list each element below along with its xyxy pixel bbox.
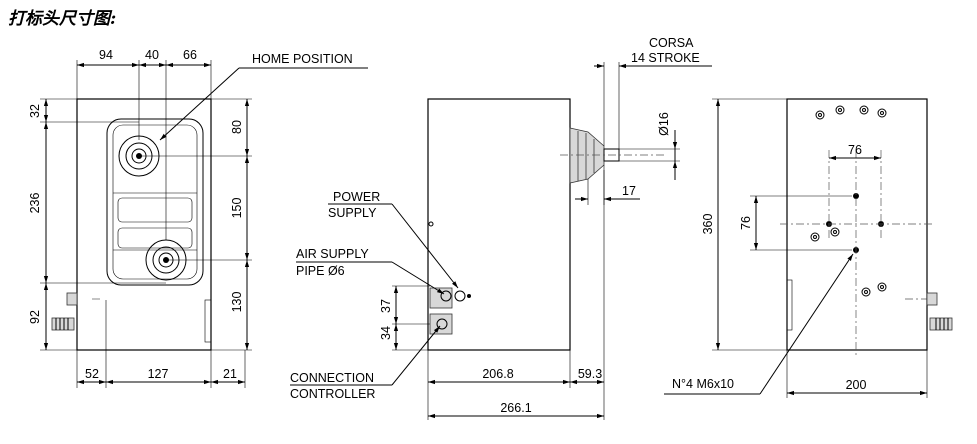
back-view: 360 76 76 N°4 M6x10 200 — [664, 98, 953, 398]
air-label-1: AIR SUPPLY — [296, 247, 369, 261]
mount-hole-top — [853, 193, 859, 199]
front-housing — [76, 98, 212, 351]
fixing-screws — [810, 105, 887, 297]
dim-40: 40 — [145, 48, 159, 62]
dim-17: 17 — [622, 184, 636, 198]
stroke-nozzle — [569, 127, 605, 184]
corsa-label: CORSA — [649, 36, 694, 50]
front-view: 94 40 66 HOME POSITION 32 236 92 80 150 … — [28, 48, 368, 388]
dim-200: 200 — [846, 378, 867, 392]
front-connector-bottom — [51, 317, 75, 331]
dim-80: 80 — [230, 120, 244, 134]
dim-127: 127 — [148, 367, 169, 381]
dim-76-horizontal: 76 — [848, 143, 862, 157]
side-view: CORSA 14 STROKE Ø16 17 POWER SUPPLY AIR … — [290, 36, 712, 420]
controller-connector — [429, 313, 453, 335]
dim-32: 32 — [28, 104, 42, 118]
dim-52: 52 — [85, 367, 99, 381]
dim-37: 37 — [379, 299, 393, 313]
dim-76-vertical: 76 — [739, 216, 753, 230]
home-position-label: HOME POSITION — [252, 52, 353, 66]
dim-92: 92 — [28, 310, 42, 324]
power-label-1: POWER — [333, 190, 380, 204]
dia16-label: Ø16 — [657, 112, 671, 136]
dim-59-3: 59.3 — [578, 367, 602, 381]
front-connector-top — [66, 292, 78, 306]
dim-236: 236 — [28, 193, 42, 214]
stroke-label: 14 STROKE — [631, 51, 700, 65]
dim-206-8: 206.8 — [482, 367, 513, 381]
dim-66: 66 — [183, 48, 197, 62]
connection-label-2: CONTROLLER — [290, 387, 375, 401]
dim-94: 94 — [99, 48, 113, 62]
front-window — [106, 118, 204, 286]
side-housing — [427, 98, 571, 351]
connection-label-1: CONNECTION — [290, 371, 374, 385]
power-label-2: SUPPLY — [328, 206, 377, 220]
dim-21: 21 — [223, 367, 237, 381]
mount-holes-label: N°4 M6x10 — [672, 377, 734, 391]
dim-360: 360 — [701, 214, 715, 235]
dim-130: 130 — [230, 292, 244, 313]
back-housing — [786, 98, 928, 351]
air-label-2: PIPE Ø6 — [296, 264, 345, 278]
drawing-title: 打标头尺寸图: — [8, 9, 117, 29]
dim-266-1: 266.1 — [500, 401, 531, 415]
dim-34: 34 — [379, 326, 393, 340]
dim-150: 150 — [230, 198, 244, 219]
